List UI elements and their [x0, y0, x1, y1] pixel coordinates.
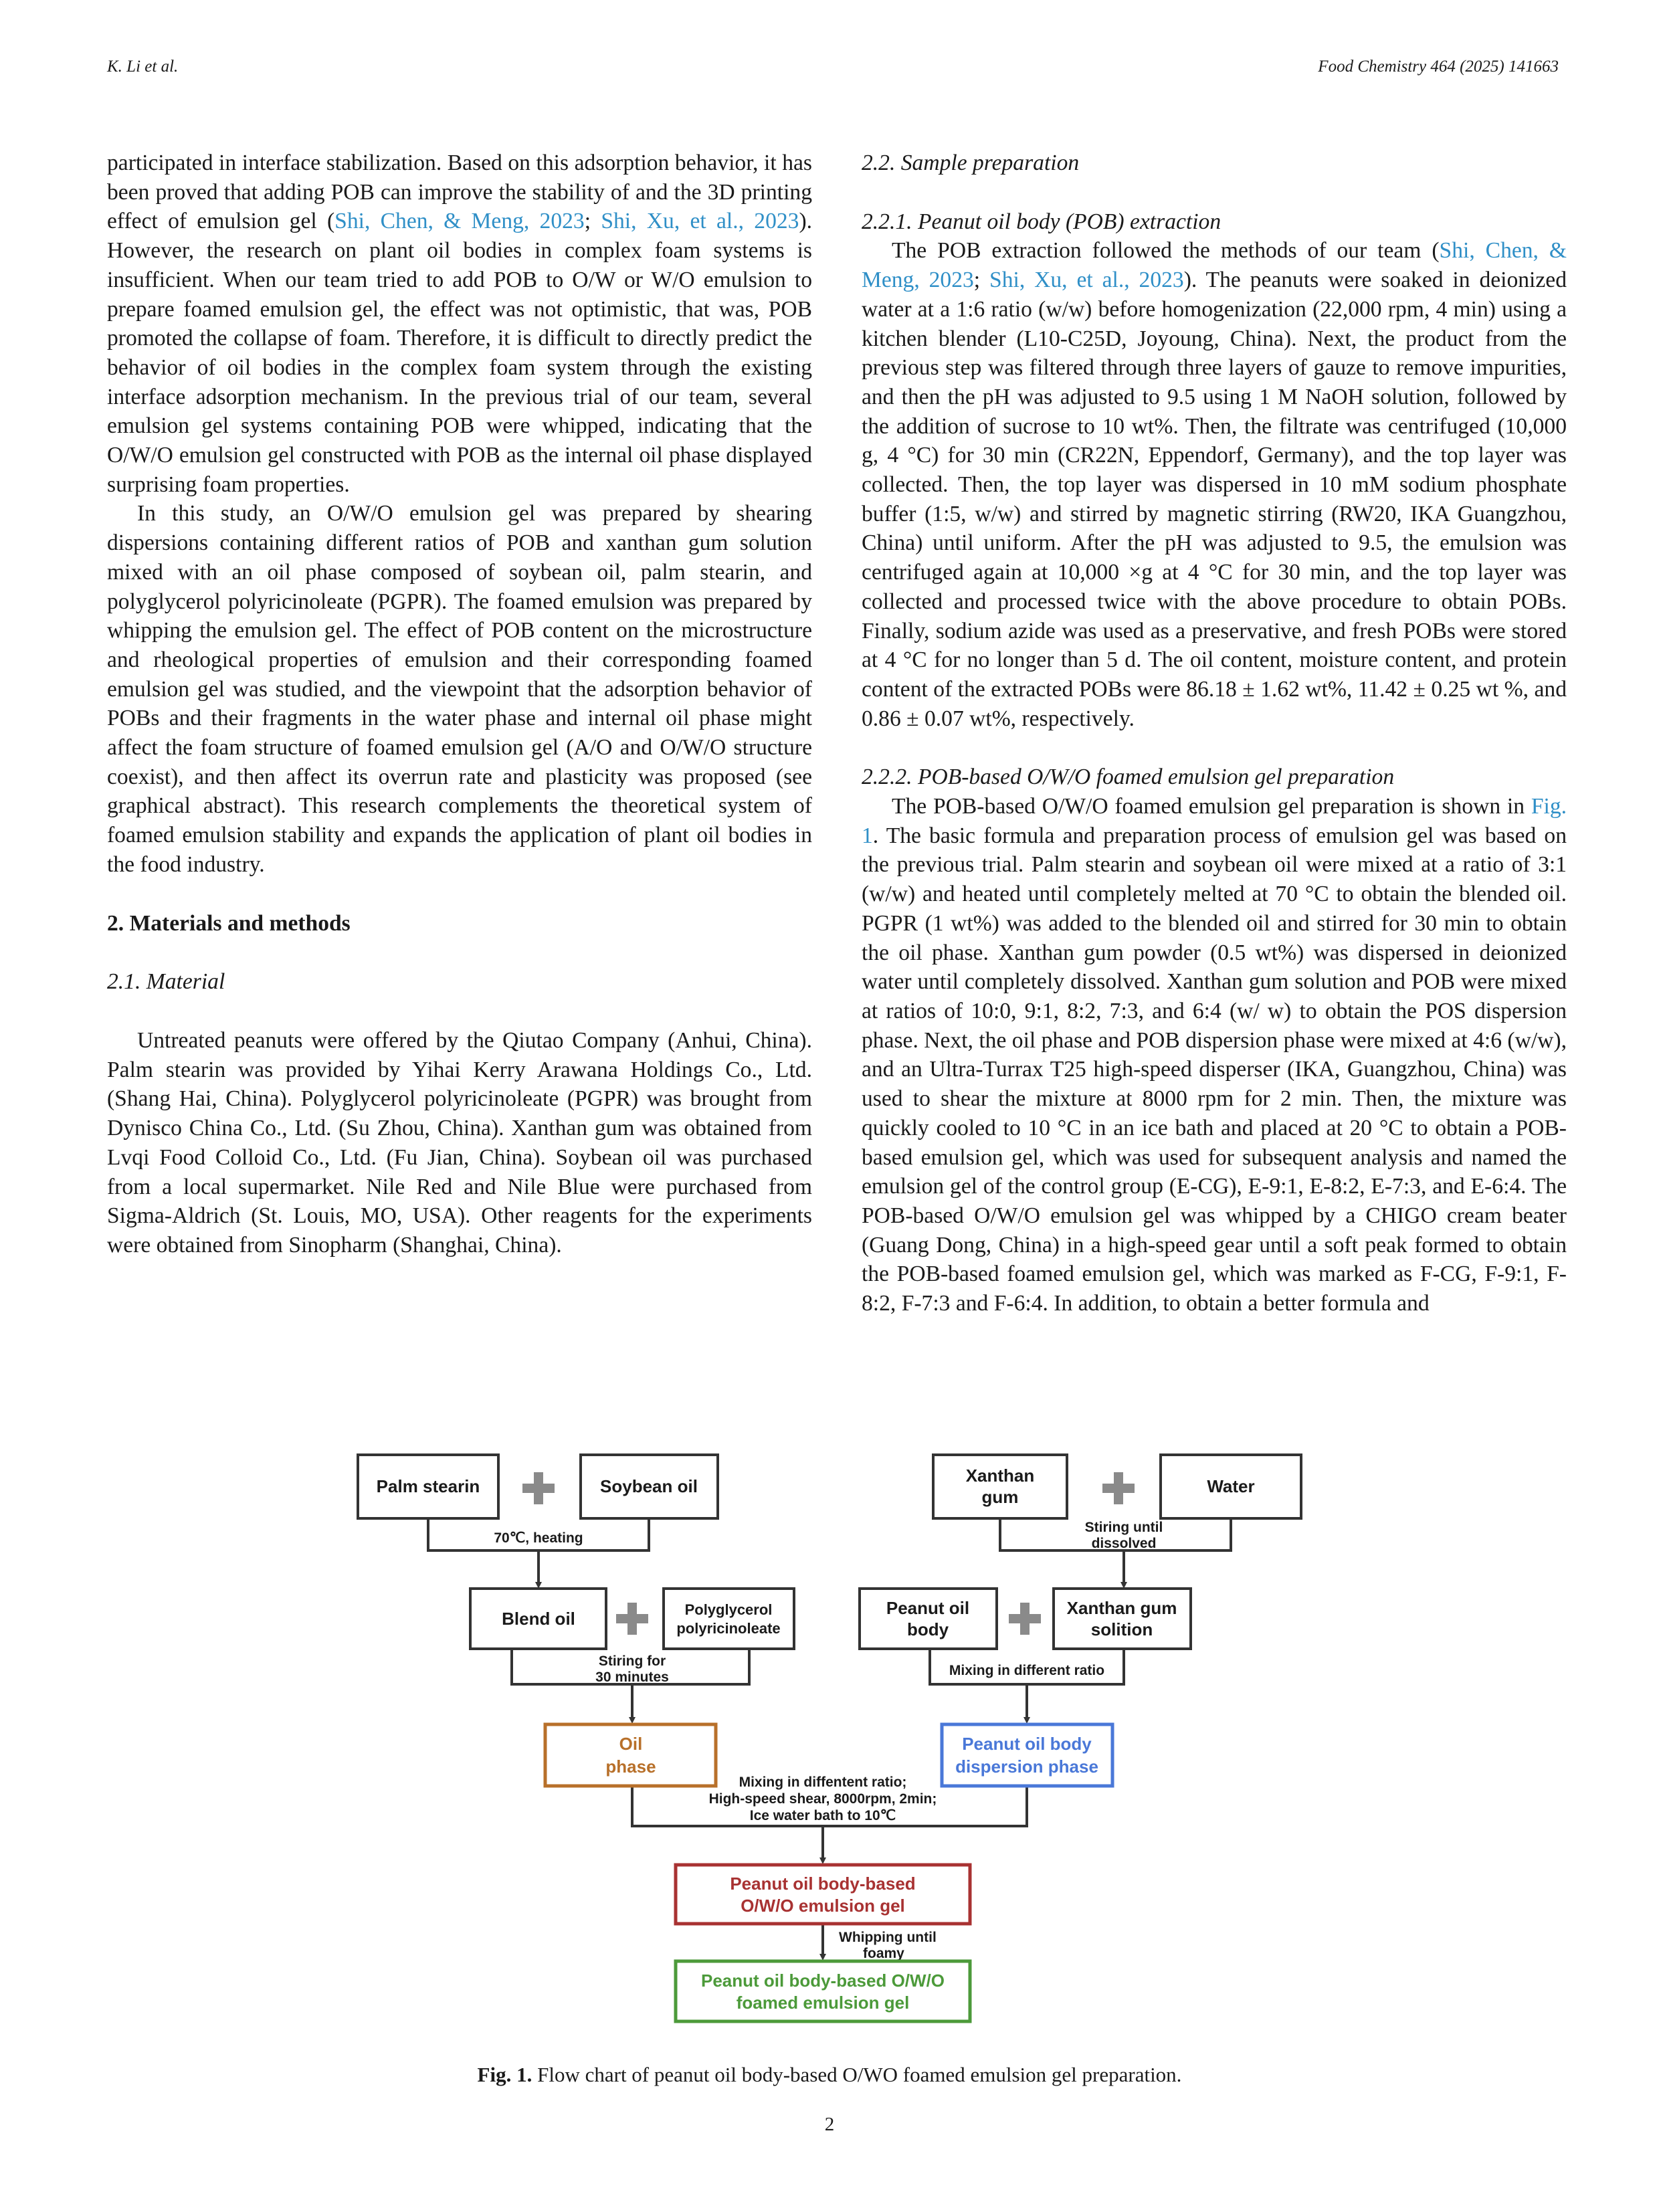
- svg-text:Peanut oil body-based: Peanut oil body-based: [730, 1874, 915, 1894]
- caption-label: Fig. 1.: [477, 2063, 532, 2086]
- svg-text:Xanthan gum: Xanthan gum: [1067, 1598, 1177, 1618]
- plus-icon: [616, 1603, 648, 1635]
- svg-text:dispersion phase: dispersion phase: [955, 1756, 1098, 1777]
- svg-text:Peanut oil: Peanut oil: [886, 1598, 969, 1618]
- box-foamed-emulsion-gel: Peanut oil body-based O/W/O foamed emuls…: [674, 1959, 972, 2023]
- svg-text:body: body: [907, 1619, 949, 1639]
- citation-link[interactable]: Shi, Xu, et al., 2023: [601, 209, 799, 234]
- svg-text:foamed emulsion gel: foamed emulsion gel: [737, 1993, 910, 2013]
- svg-text:Palm stearin: Palm stearin: [377, 1476, 480, 1496]
- label-whipping: Whipping until: [839, 1930, 937, 1945]
- label-stiring: Stiring until: [1085, 1520, 1163, 1535]
- paragraph: The POB-based O/W/O foamed emulsion gel …: [862, 794, 1567, 1316]
- svg-text:High-speed shear, 8000rpm, 2mi: High-speed shear, 8000rpm, 2min;: [709, 1791, 937, 1807]
- svg-text:Peanut oil body: Peanut oil body: [962, 1734, 1092, 1754]
- svg-text:30 minutes: 30 minutes: [595, 1670, 669, 1685]
- svg-text:Xanthan: Xanthan: [966, 1466, 1035, 1486]
- citation-link[interactable]: Shi, Chen, & Meng, 2023: [334, 209, 585, 234]
- citation-link[interactable]: Shi, Xu, et al., 2023: [989, 268, 1184, 293]
- svg-text:Blend oil: Blend oil: [502, 1609, 575, 1629]
- svg-text:foamy: foamy: [863, 1946, 904, 1961]
- paragraph: Untreated peanuts were offered by the Qi…: [107, 1027, 812, 1258]
- running-header-journal: Food Chemistry 464 (2025) 141663: [1318, 58, 1559, 76]
- plus-icon: [1009, 1603, 1041, 1635]
- svg-text:Ice water bath to 10℃: Ice water bath to 10℃: [750, 1808, 896, 1823]
- box-dispersion-phase: Peanut oil body dispersion phase: [940, 1722, 1114, 1788]
- svg-text:solition: solition: [1091, 1619, 1153, 1639]
- flowchart-svg: Palm stearin Soybean oil Xanthan gum Wat…: [357, 1453, 1302, 2023]
- box-blend-oil: Blend oil: [469, 1587, 607, 1650]
- paragraph: The POB extraction followed the methods …: [862, 238, 1567, 731]
- svg-text:Soybean oil: Soybean oil: [600, 1476, 698, 1496]
- citation-link[interactable]: Shi, Chen, & Meng, 2023: [862, 238, 1567, 293]
- box-water: Water: [1159, 1453, 1302, 1520]
- label-heating: 70℃, heating: [494, 1530, 583, 1546]
- subsubsection-heading: 2.2.2. POB-based O/W/O foamed emulsion g…: [862, 765, 1395, 790]
- running-header-authors: K. Li et al.: [107, 58, 179, 76]
- section-heading: 2. Materials and methods: [107, 910, 351, 936]
- box-xanthan-gum-solution: Xanthan gum solition: [1052, 1587, 1192, 1650]
- plus-icon: [1102, 1472, 1135, 1504]
- svg-text:Water: Water: [1207, 1476, 1254, 1496]
- box-palm-stearin: Palm stearin: [357, 1453, 500, 1520]
- svg-text:gum: gum: [982, 1487, 1019, 1507]
- subsection-heading: 2.2. Sample preparation: [862, 150, 1080, 175]
- subsection-heading: 2.1. Material: [107, 969, 225, 995]
- paragraph: participated in interface stabilization.…: [107, 150, 813, 497]
- left-column: participated in interface stabilization.…: [107, 148, 812, 1260]
- right-column: 2.2. Sample preparation 2.2.1. Peanut oi…: [862, 148, 1567, 1318]
- box-oil-phase: Oil phase: [543, 1722, 718, 1788]
- paragraph: In this study, an O/W/O emulsion gel was…: [107, 501, 812, 877]
- box-soybean-oil: Soybean oil: [579, 1453, 719, 1520]
- figure-link[interactable]: Fig. 1: [862, 794, 1567, 848]
- box-emulsion-gel: Peanut oil body-based O/W/O emulsion gel: [674, 1863, 972, 1926]
- label-mixing-ratio: Mixing in different ratio: [949, 1663, 1104, 1678]
- svg-text:dissolved: dissolved: [1092, 1536, 1157, 1551]
- box-pgpr: Polyglycerol polyricinoleate: [662, 1587, 795, 1650]
- page-number: 2: [824, 2114, 835, 2135]
- label-mixing-shear: Mixing in diffentent ratio;: [739, 1775, 907, 1790]
- flowchart-figure: Palm stearin Soybean oil Xanthan gum Wat…: [0, 1425, 1659, 2060]
- plus-icon: [522, 1472, 555, 1504]
- box-peanut-oil-body: Peanut oil body: [858, 1587, 998, 1650]
- svg-text:polyricinoleate: polyricinoleate: [676, 1620, 780, 1637]
- svg-text:Polyglycerol: Polyglycerol: [685, 1601, 773, 1618]
- box-xanthan-gum: Xanthan gum: [932, 1453, 1068, 1520]
- svg-text:Peanut oil body-based O/W/O: Peanut oil body-based O/W/O: [701, 1971, 945, 1991]
- svg-text:Oil: Oil: [619, 1734, 643, 1754]
- connector-lines: [427, 1518, 1232, 1960]
- svg-text:phase: phase: [605, 1756, 656, 1777]
- subsubsection-heading: 2.2.1. Peanut oil body (POB) extraction: [862, 209, 1222, 234]
- figure-caption: Fig. 1. Flow chart of peanut oil body-ba…: [477, 2063, 1182, 2086]
- label-stiring-30: Stiring for: [599, 1653, 666, 1669]
- svg-text:O/W/O emulsion gel: O/W/O emulsion gel: [741, 1896, 905, 1916]
